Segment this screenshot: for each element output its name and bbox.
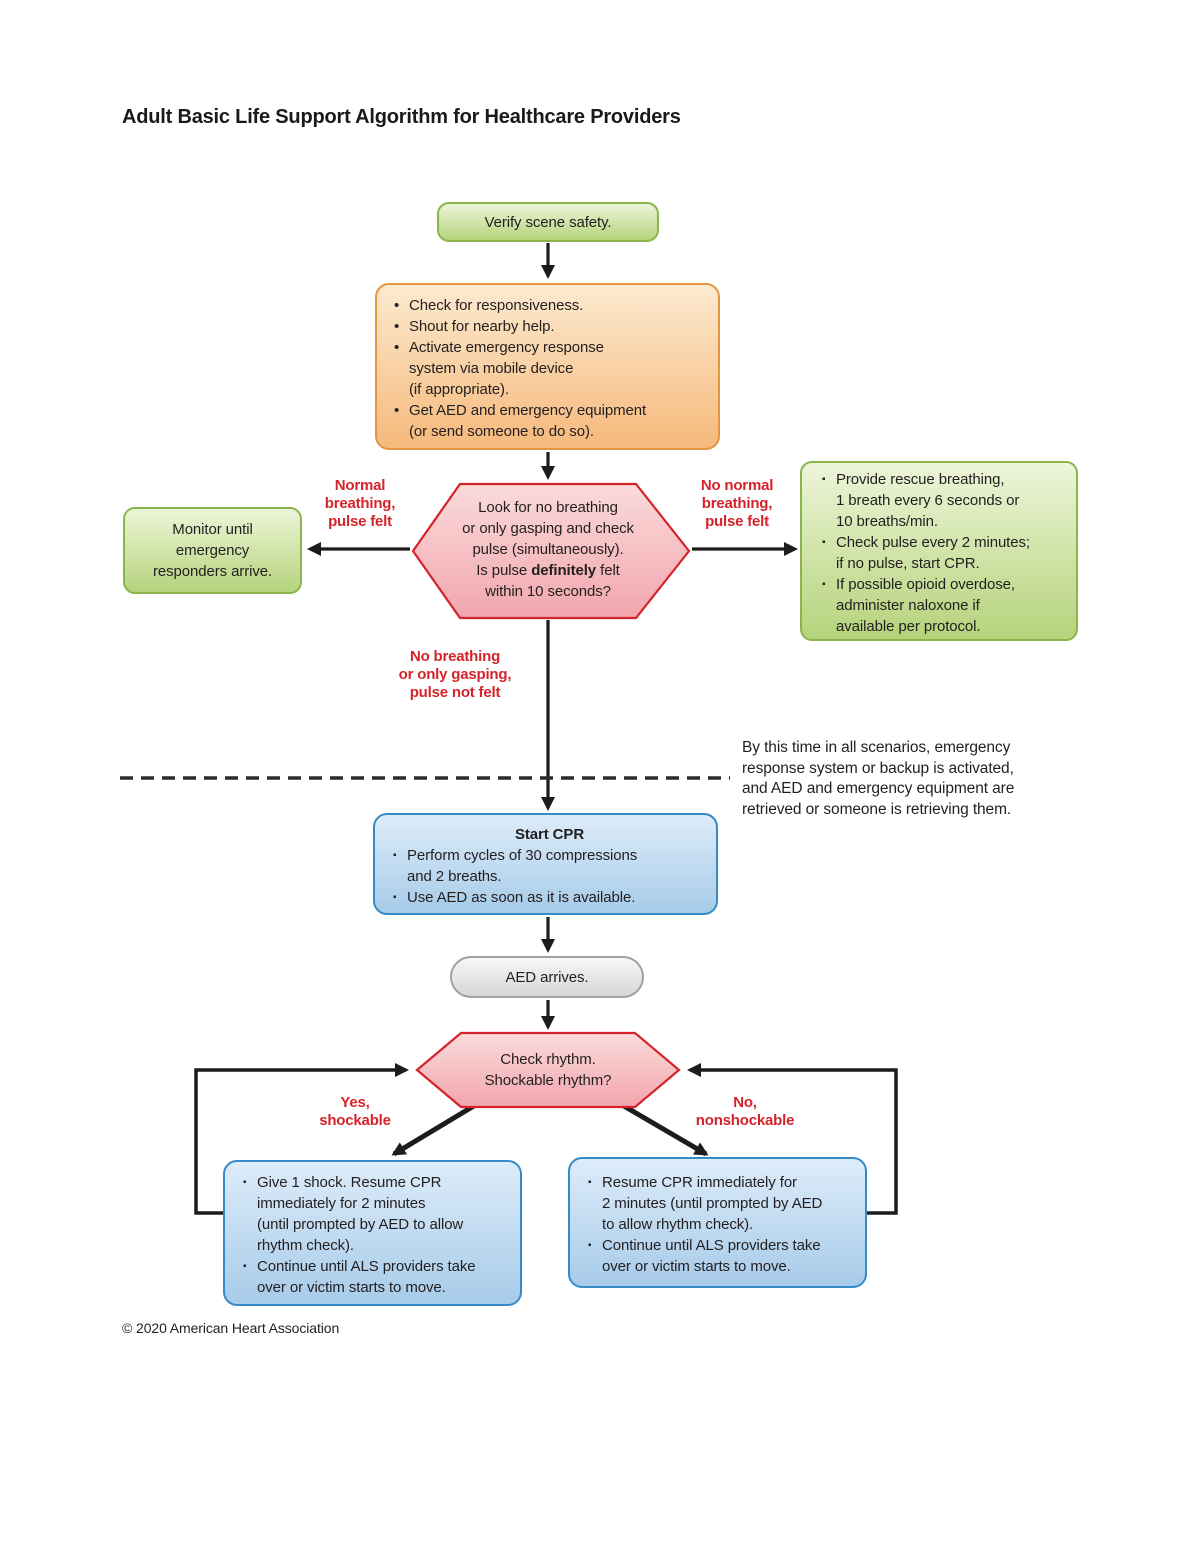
list-item: Get AED and emergency equipment (or send… (393, 400, 708, 442)
start-cpr-title: Start CPR (514, 826, 585, 843)
list-item: Give 1 shock. Resume CPR immediately for… (241, 1172, 514, 1256)
check-rhythm-text: Check rhythm. Shockable rhythm? (484, 1051, 612, 1089)
list-item: Continue until ALS providers take over o… (586, 1235, 859, 1277)
aed-arrives-text: AED arrives. (505, 968, 589, 986)
list-item: Check for responsiveness. (393, 295, 708, 316)
list-item: Resume CPR immediately for 2 minutes (un… (586, 1172, 859, 1235)
list-item: Activate emergency response system via m… (393, 337, 708, 400)
rescue-breathing-box: Provide rescue breathing, 1 breath every… (800, 461, 1078, 641)
list-item: Use AED as soon as it is available. (391, 887, 708, 908)
monitor-text: Monitor until emergency responders arriv… (152, 521, 273, 580)
diagonal-arrows (391, 1089, 709, 1157)
pulse-check-line4-post: felt (596, 562, 620, 579)
pulse-check-line4: Is pulse definitely felt (428, 560, 668, 581)
pulse-check-line5: within 10 seconds? (485, 583, 611, 600)
branch-label-normal-breathing: Normal breathing, pulse felt (324, 477, 396, 530)
list-item: Continue until ALS providers take over o… (241, 1256, 514, 1298)
branch-label-no-nonshockable: No, nonshockable (695, 1094, 795, 1129)
branch-label-no-breathing: No breathing or only gasping, pulse not … (398, 648, 512, 701)
pulse-check-text: Look for no breathing or only gasping an… (428, 497, 668, 602)
copyright-text: © 2020 American Heart Association (122, 1320, 340, 1336)
shockable-bullet-list: Give 1 shock. Resume CPR immediately for… (241, 1172, 514, 1298)
nonshockable-box: Resume CPR immediately for 2 minutes (un… (568, 1157, 867, 1288)
list-item: Shout for nearby help. (393, 316, 708, 337)
verify-scene-safety-box: Verify scene safety. (437, 202, 659, 242)
list-item: Check pulse every 2 minutes; if no pulse… (820, 532, 1070, 574)
start-cpr-bullet-list: Perform cycles of 30 compressions and 2 … (391, 845, 708, 908)
page-title: Adult Basic Life Support Algorithm for H… (122, 106, 681, 128)
list-item: If possible opioid overdose, administer … (820, 574, 1070, 637)
scenario-note: By this time in all scenarios, emergency… (742, 739, 1015, 818)
rescue-breathing-bullet-list: Provide rescue breathing, 1 breath every… (820, 469, 1070, 637)
branch-label-no-normal-breathing: No normal breathing, pulse felt (700, 477, 774, 530)
aed-arrives-box: AED arrives. (450, 956, 644, 998)
list-item: Perform cycles of 30 compressions and 2 … (391, 845, 708, 887)
monitor-box: Monitor until emergency responders arriv… (123, 507, 302, 594)
nonshockable-bullet-list: Resume CPR immediately for 2 minutes (un… (586, 1172, 859, 1277)
verify-scene-safety-text: Verify scene safety. (484, 213, 612, 231)
start-cpr-box: Start CPR Perform cycles of 30 compressi… (373, 813, 718, 915)
assess-bullet-list: Check for responsiveness. Shout for near… (393, 295, 708, 442)
pulse-check-line4-bold: definitely (531, 562, 597, 579)
shockable-box: Give 1 shock. Resume CPR immediately for… (223, 1160, 522, 1306)
assess-box: Check for responsiveness. Shout for near… (375, 283, 720, 450)
pulse-check-lines: Look for no breathing or only gasping an… (462, 499, 634, 558)
branch-label-yes-shockable: Yes, shockable (319, 1094, 391, 1129)
list-item: Provide rescue breathing, 1 breath every… (820, 469, 1070, 532)
pulse-check-line4-pre: Is pulse (476, 562, 532, 579)
